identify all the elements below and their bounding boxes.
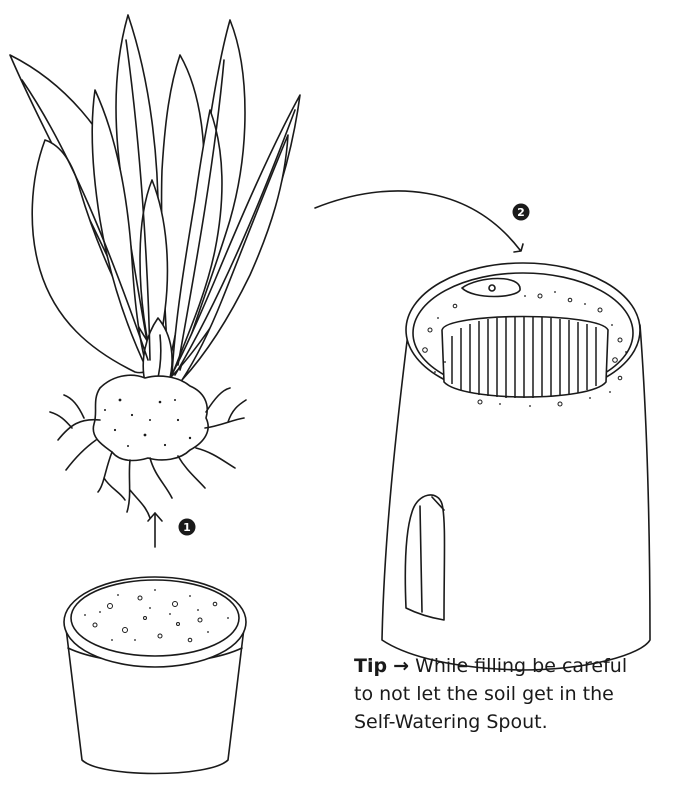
step-1-indicator: 1: [148, 513, 196, 547]
tip-arrow-icon: →: [393, 655, 409, 677]
step-1-number: 1: [183, 521, 191, 534]
step-2-indicator: 2: [315, 191, 530, 252]
step-2-number: 2: [517, 206, 525, 219]
tip-label: Tip: [354, 655, 387, 677]
self-watering-spout: [405, 495, 444, 620]
planter-reservoir: [442, 317, 608, 398]
tip-line-3: Self-Watering Spout.: [354, 711, 548, 733]
tip-line-1: While filling be careful: [409, 655, 627, 677]
self-watering-planter: [382, 263, 650, 670]
tip-text: Tip → While filling be careful to not le…: [354, 652, 674, 736]
tip-line-2: to not let the soil get in the: [354, 683, 614, 705]
plant-illustration: [10, 15, 300, 518]
nursery-pot: [64, 577, 246, 774]
plant-root-ball: [93, 375, 208, 460]
